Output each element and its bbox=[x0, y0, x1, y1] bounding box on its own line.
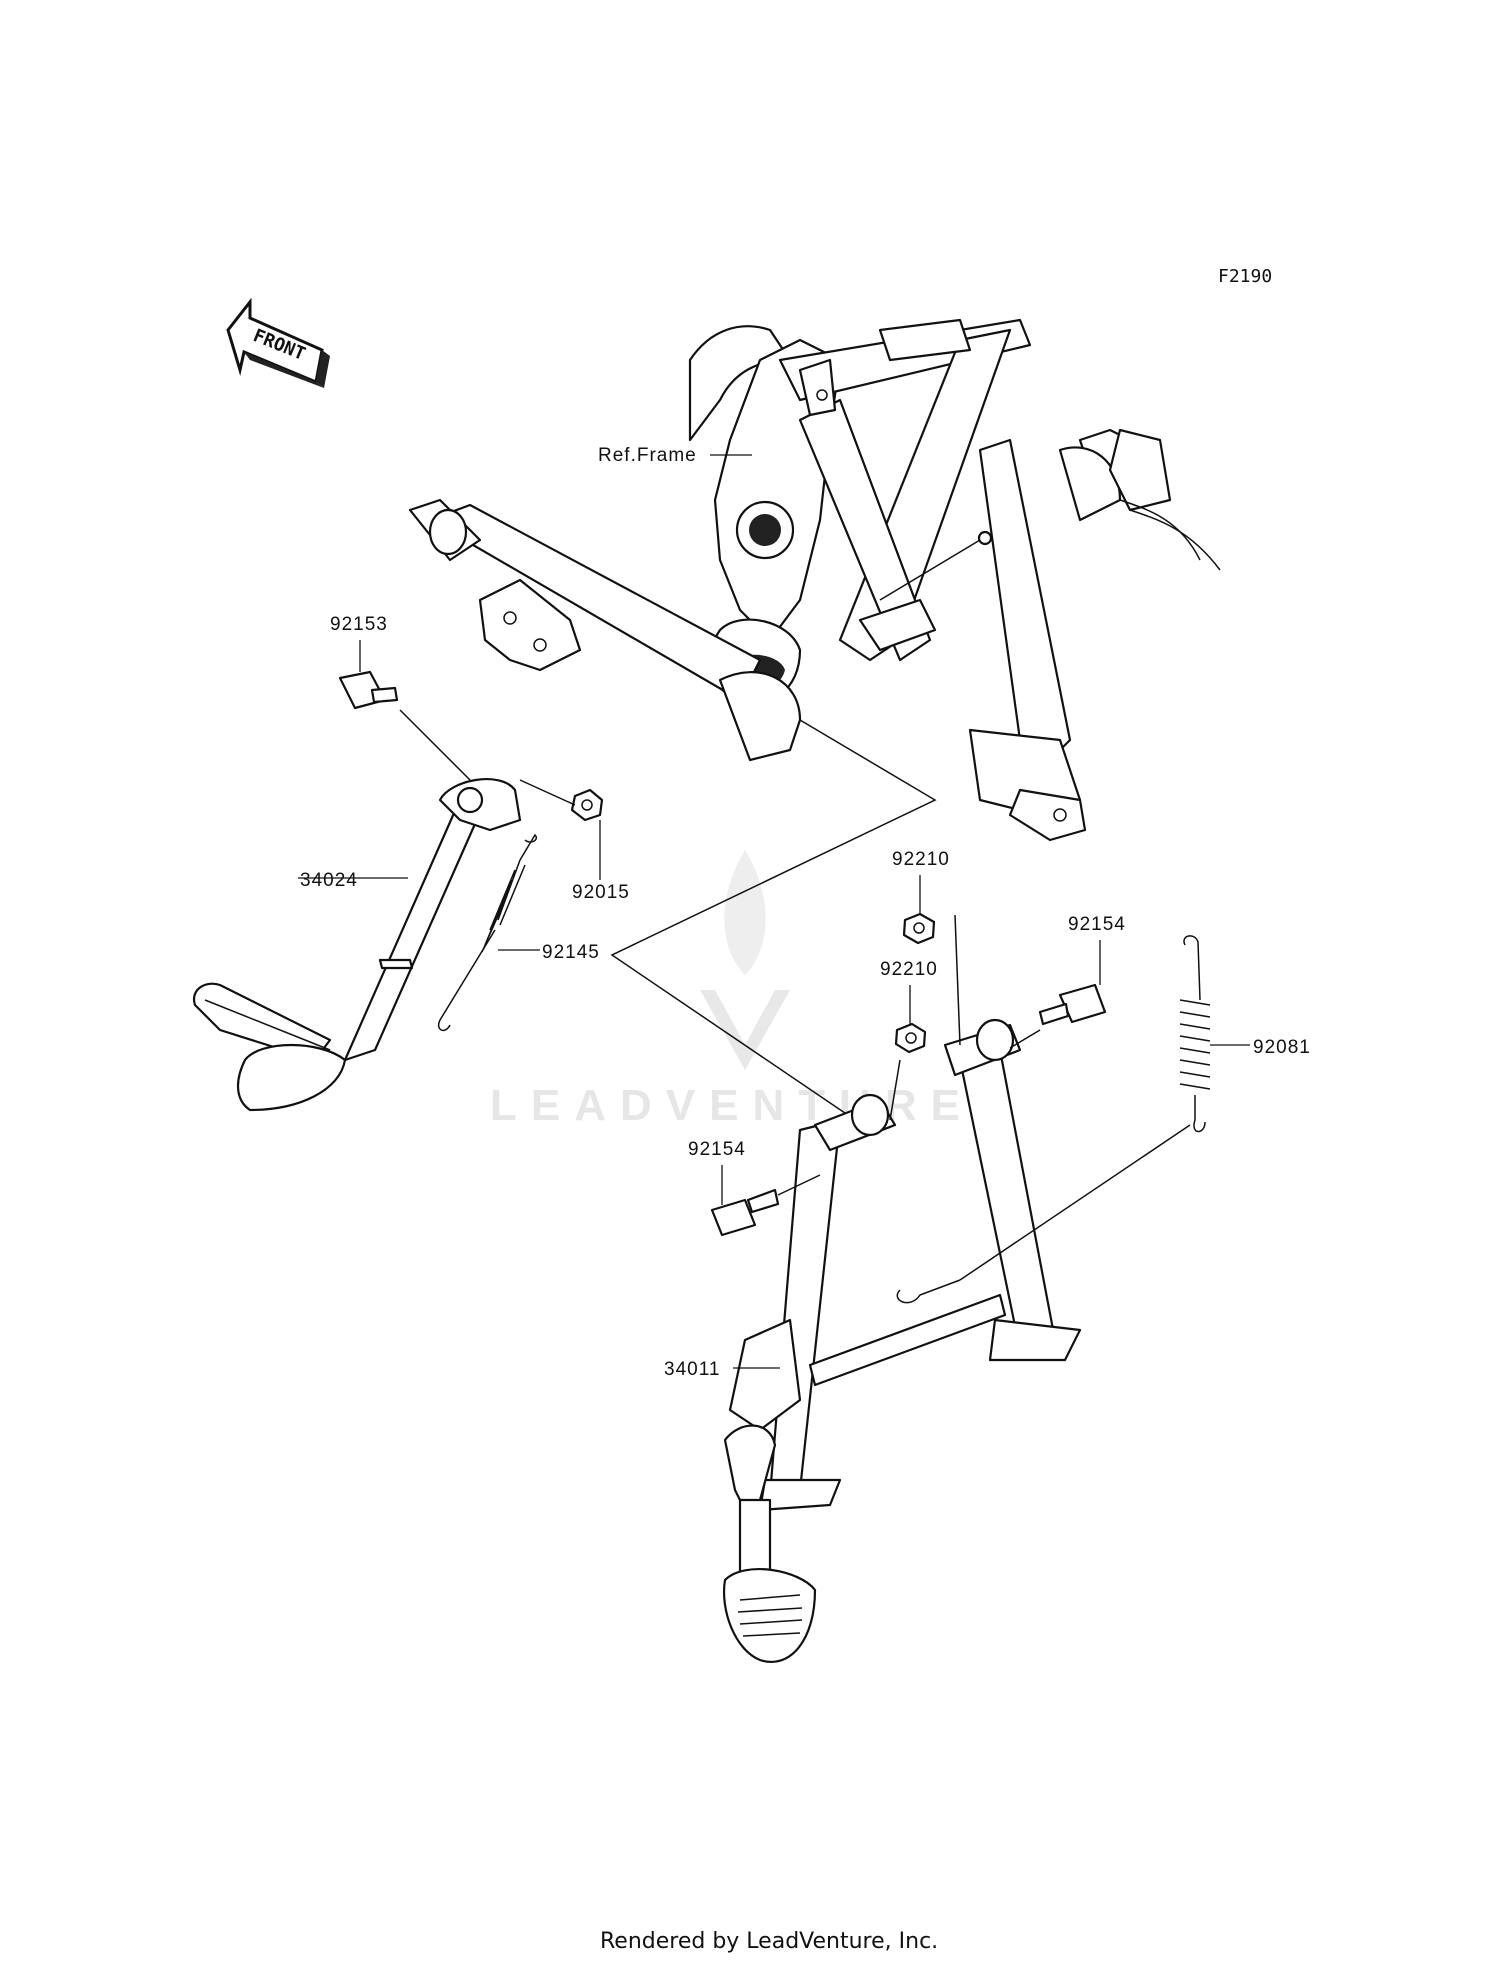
bolt-92154-left bbox=[710, 1188, 780, 1237]
label-34011: 34011 bbox=[664, 1359, 720, 1380]
label-92145: 92145 bbox=[542, 942, 600, 963]
watermark-text: LEADVENTURE bbox=[490, 1081, 974, 1130]
diagram-code: F2190 bbox=[1218, 266, 1272, 287]
center-stand bbox=[723, 1018, 1082, 1663]
frame-assembly bbox=[408, 318, 1221, 842]
label-92154-left: 92154 bbox=[688, 1139, 746, 1160]
label-34024: 34024 bbox=[300, 870, 358, 891]
label-92153: 92153 bbox=[330, 614, 388, 635]
watermark: LEADVENTURE bbox=[490, 850, 974, 1130]
front-arrow-icon: FRONT bbox=[226, 297, 330, 388]
spring-92081 bbox=[1179, 935, 1211, 1133]
bolt-92154-right bbox=[1038, 983, 1107, 1026]
nut-92015 bbox=[570, 788, 604, 822]
footer-text: Rendered by LeadVenture, Inc. bbox=[600, 1929, 938, 1954]
side-stand bbox=[192, 778, 522, 1112]
label-92154-right: 92154 bbox=[1068, 914, 1126, 935]
label-92015: 92015 bbox=[572, 882, 630, 903]
spring-92145 bbox=[438, 833, 537, 1032]
label-92210-lower: 92210 bbox=[880, 959, 938, 980]
nut-92210-lower bbox=[894, 1022, 927, 1054]
label-92210-upper: 92210 bbox=[892, 849, 950, 870]
label-92081: 92081 bbox=[1253, 1037, 1311, 1058]
bolt-92153 bbox=[338, 670, 399, 710]
nut-92210-upper bbox=[902, 912, 936, 945]
ref-frame-label: Ref.Frame bbox=[598, 445, 697, 466]
